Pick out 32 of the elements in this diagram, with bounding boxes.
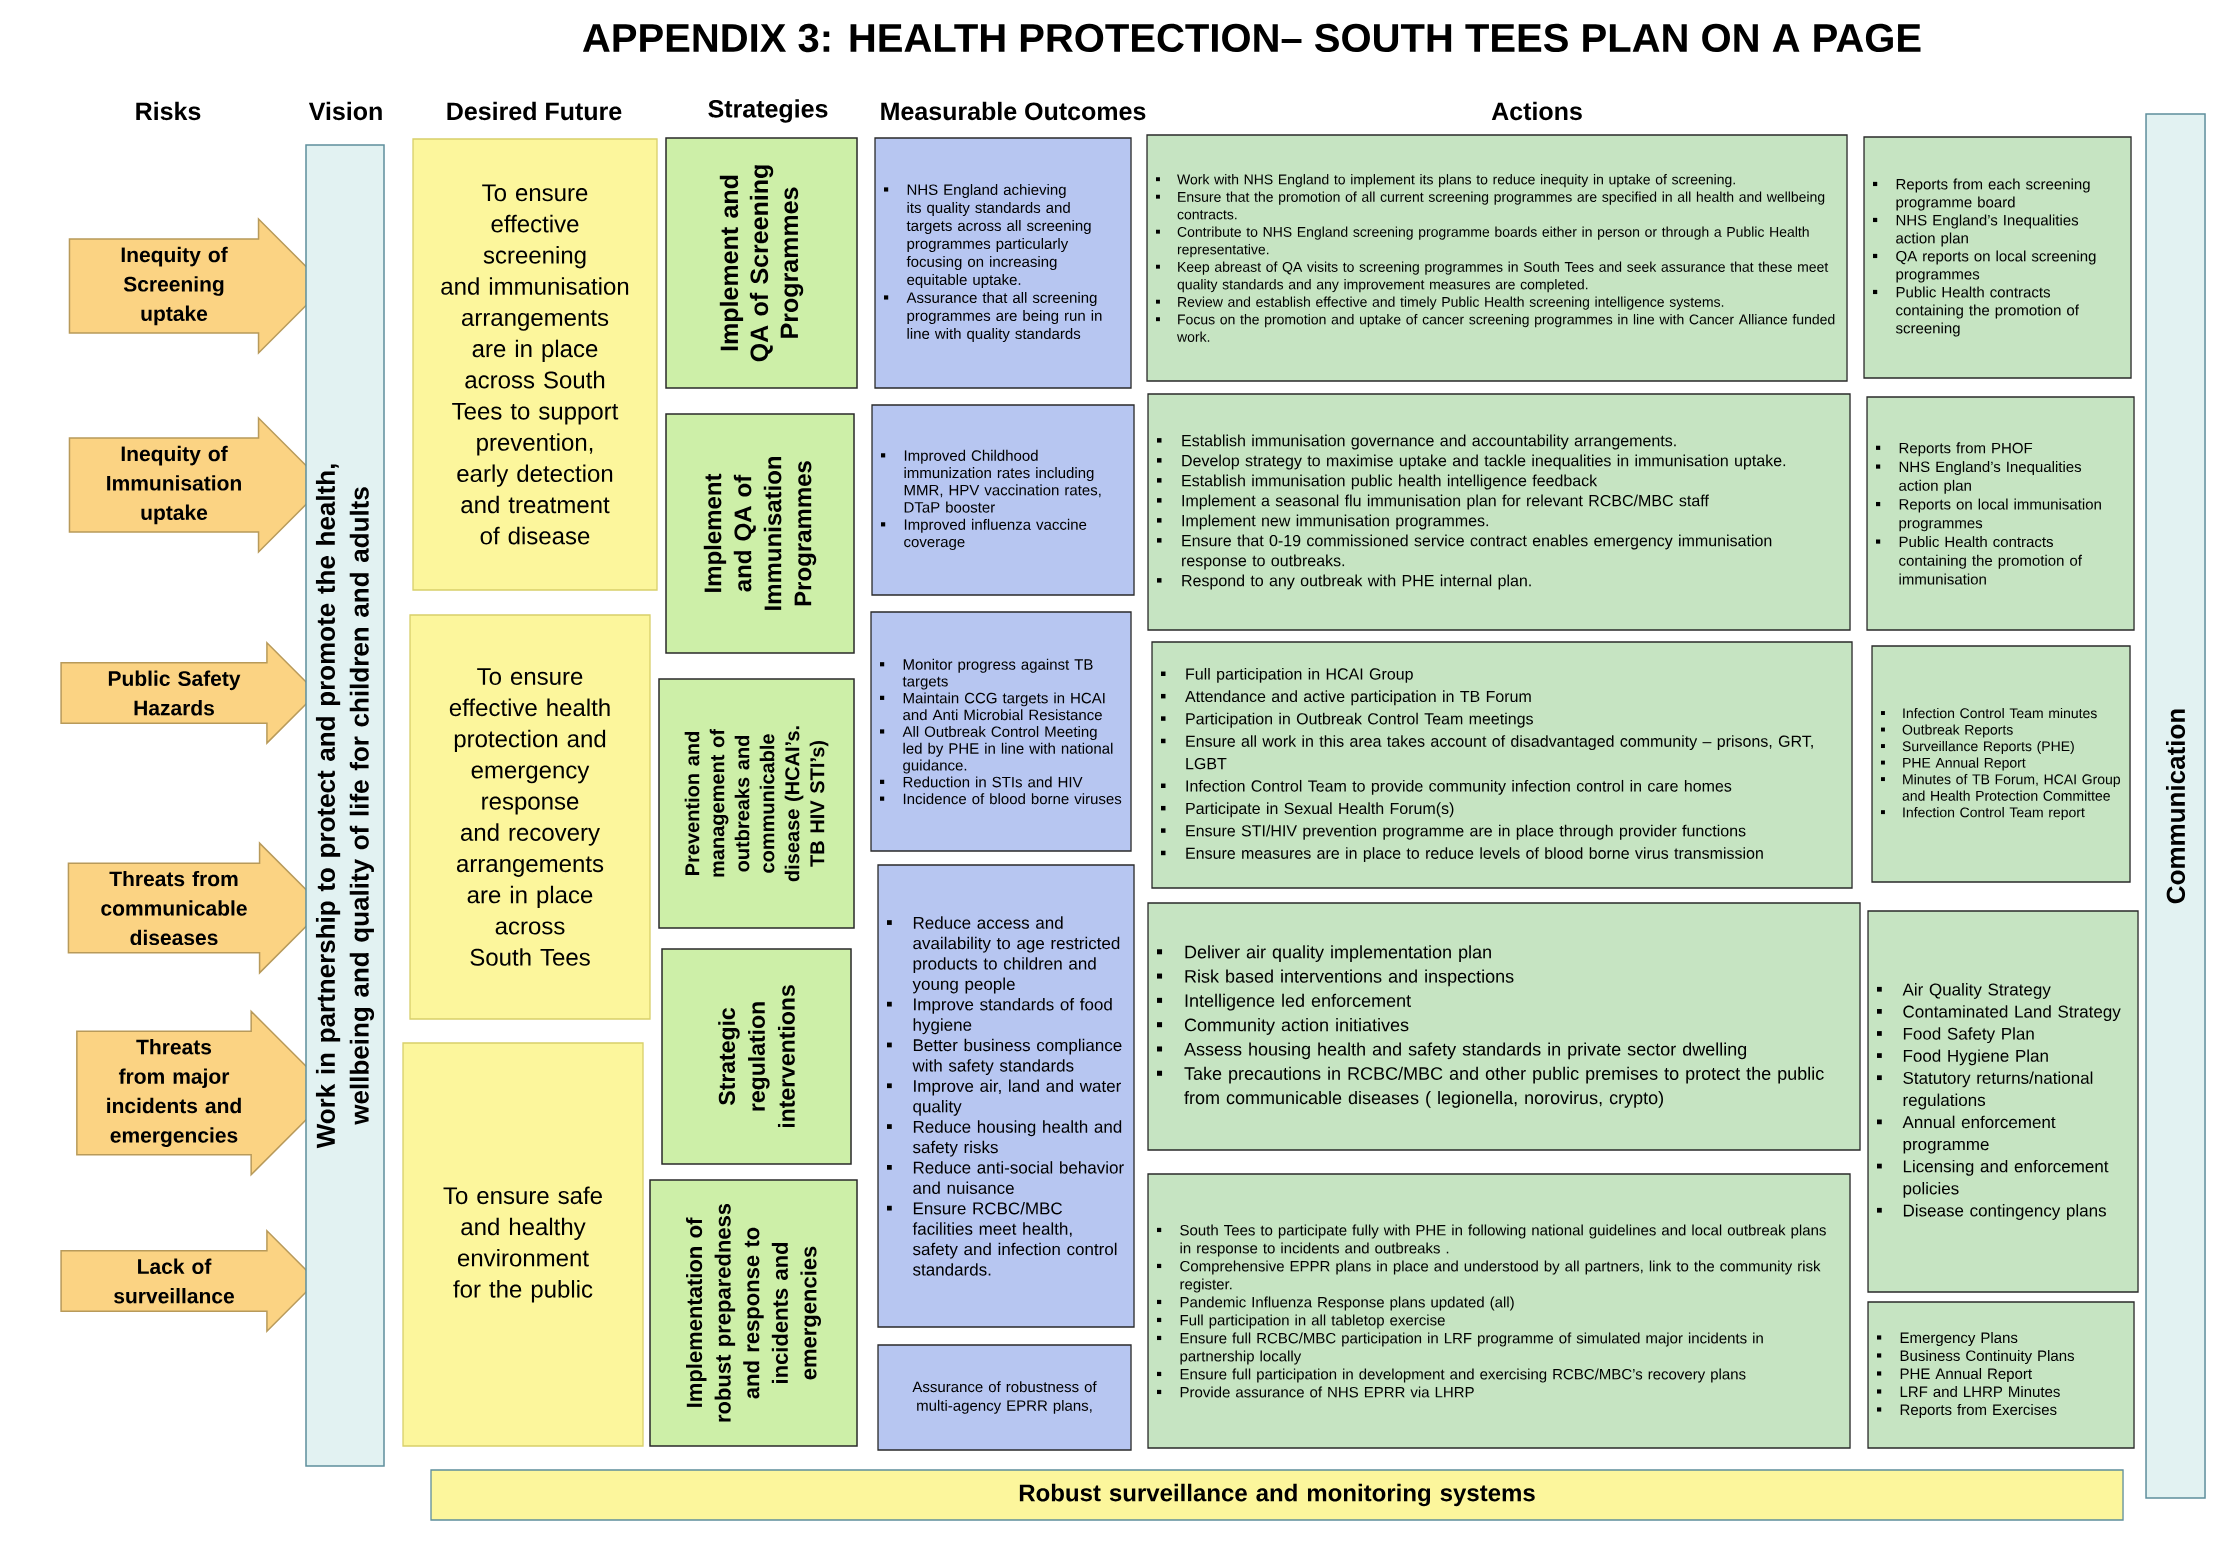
vision-banner: Work in partnership to protect and promote the health, wellbeing and quality of life for children and adults bbox=[305, 144, 385, 1467]
column-header: Strategies bbox=[708, 99, 828, 123]
action-box: Establish immunisation governance and accountability arrangements. Develop strategy to maximise uptake and tackle inequalities in immunisation uptake. Establish immunisation public health intelligence feedback Implement a seasonal flu immunisation plan for relevant RCBC/MBC staff Implement new immunisation programmes. Ensure that 0-19 commissioned service contract enables emergency immunisation response to outbreaks. Respond to any outbreak with PHE internal plan. bbox=[1147, 393, 1851, 631]
column-header: Vision bbox=[308, 101, 382, 121]
outcome-box: Monitor progress against TB targets Maintain CCG targets in HCAI and Anti Microbial Resistance All Outbreak Control Meeting led by PHE in line with national guidance. Reduction in STIs and HIV Incidence of blood borne viruses bbox=[870, 611, 1132, 852]
column-header: Desired Future bbox=[447, 101, 622, 121]
evidence-box: Air Quality Strategy Contaminated Land Strategy Food Safety Plan Food Hygiene Plan Statutory returns/national regulations Annual enforcement programme Licensing and enforcement policies Disease contingency plans bbox=[1867, 910, 2139, 1293]
outcome-box: Assurance of robustness of multi-agency EPRR plans, bbox=[877, 1344, 1132, 1451]
title: APPENDIX 3: HEALTH PROTECTION– SOUTH TEES PLAN ON A PAGE bbox=[582, 23, 1921, 53]
strategy-box: Implementation of robust preparedness and response to incidents and emergencies bbox=[649, 1179, 858, 1447]
action-box: Full participation in HCAI Group Attendance and active participation in TB Forum Participation in Outbreak Control Team meetings Ensure all work in this area takes account of disadvantaged community – prisons, GRT, LGBT Infection Control Team to provide community infection control in care homes Participate in Sexual Health Forum(s) Ensure STI/HIV prevention programme are in place through provider functions Ensure measures are in place to reduce levels of blood borne virus transmission bbox=[1151, 641, 1853, 889]
goal-box: To ensure effective health protection and emergency response and recovery arrangements are in place across South Tees bbox=[409, 614, 651, 1020]
column-header: Measurable Outcomes bbox=[881, 101, 1146, 121]
evidence-box: Reports from each screening programme board NHS England’s Inequalities action plan QA reports on local screening programmes Public Health contracts containing the promotion of screening bbox=[1863, 136, 2132, 379]
action-box: South Tees to participate fully with PHE in following national guidelines and local outbreak plans in response to incidents and outbreaks . Comprehensive EPPR plans in place and understood by all partners, link to the community risk register. Pandemic Influenza Response plans updated (all) Full participation in all tabletop exercise Ensure full RCBC/MBC participation in LRF programme of simulated major incidents in partnership locally Ensure full participation in development and exercising RCBC/MBC’s recovery plans Provide assurance of NHS EPRR via LHRP bbox=[1147, 1173, 1851, 1449]
evidence-box: Emergency Plans Business Continuity Plans PHE Annual Report LRF and LHRP Minutes Reports from Exercises bbox=[1867, 1301, 2135, 1449]
strategy-box: Implement and QA of Screening Programmes bbox=[665, 137, 858, 389]
evidence-box: Reports from PHOF NHS England’s Inequalities action plan Reports on local immunisation programmes Public Health contracts containing the promotion of immunisation bbox=[1866, 396, 2135, 631]
goal-box: To ensure effective screening and immunisation arrangements are in place across South Tees to support prevention, early detection and treatment of disease bbox=[412, 138, 658, 591]
outcome-box: NHS England achieving its quality standards and targets across all screening programmes particularly focusing on increasing equitable uptake. Assurance that all screening programmes are being run in line with quality standards bbox=[874, 137, 1132, 389]
column-header: Risks bbox=[136, 101, 201, 121]
strategy-box: Prevention and management of outbreaks and communicable disease (HCAI’s. TB HIV STI’s) bbox=[658, 678, 855, 929]
strategy-box: Strategic regulation interventions bbox=[661, 948, 852, 1165]
strategy-box: Implement and QA of Immunisation Programmes bbox=[665, 413, 855, 654]
action-box: Work with NHS England to implement its plans to reduce inequity in uptake of screening. Ensure that the promotion of all current screening programmes are specified in all health and wellbeing contracts. Contribute to NHS England screening programme boards either in person or through a Public Health representative. Keep abreast of QA visits to screening programmes in South Tees and seek assurance that these meet quality standards and any improvement measures are completed. Review and establish effective and timely Public Health screening intelligence systems. Focus on the promotion and uptake of cancer screening programmes in line with Cancer Alliance funded work. bbox=[1146, 134, 1848, 382]
communication-banner: Communication bbox=[2145, 113, 2206, 1499]
outcome-box: Improved Childhood immunization rates including MMR, HPV vaccination rates, DTaP booster Improved influenza vaccine coverage bbox=[871, 404, 1135, 596]
outcome-box: Reduce access and availability to age restricted products to children and young people Improve standards of food hygiene Better business compliance with safety standards Improve air, land and water quality Reduce housing health and safety risks Reduce anti-social behavior and nuisance Ensure RCBC/MBC facilities meet health, safety and infection control standards. bbox=[877, 864, 1135, 1328]
surveillance-banner: Robust surveillance and monitoring systems bbox=[430, 1469, 2124, 1521]
goal-box: To ensure safe and healthy environment for the public bbox=[402, 1042, 644, 1447]
action-box: Deliver air quality implementation plan Risk based interventions and inspections Intelligence led enforcement Community action initiatives Assess housing health and safety standards in private sector dwelling Take precautions in RCBC/MBC and other public premises to protect the public from communicable diseases ( legionella, norovirus, crypto) bbox=[1147, 902, 1861, 1151]
evidence-box: Infection Control Team minutes Outbreak Reports Surveillance Reports (PHE) PHE Annual Report Minutes of TB Forum, HCAI Group and Health Protection Committee Infection Control Team report bbox=[1871, 645, 2131, 883]
